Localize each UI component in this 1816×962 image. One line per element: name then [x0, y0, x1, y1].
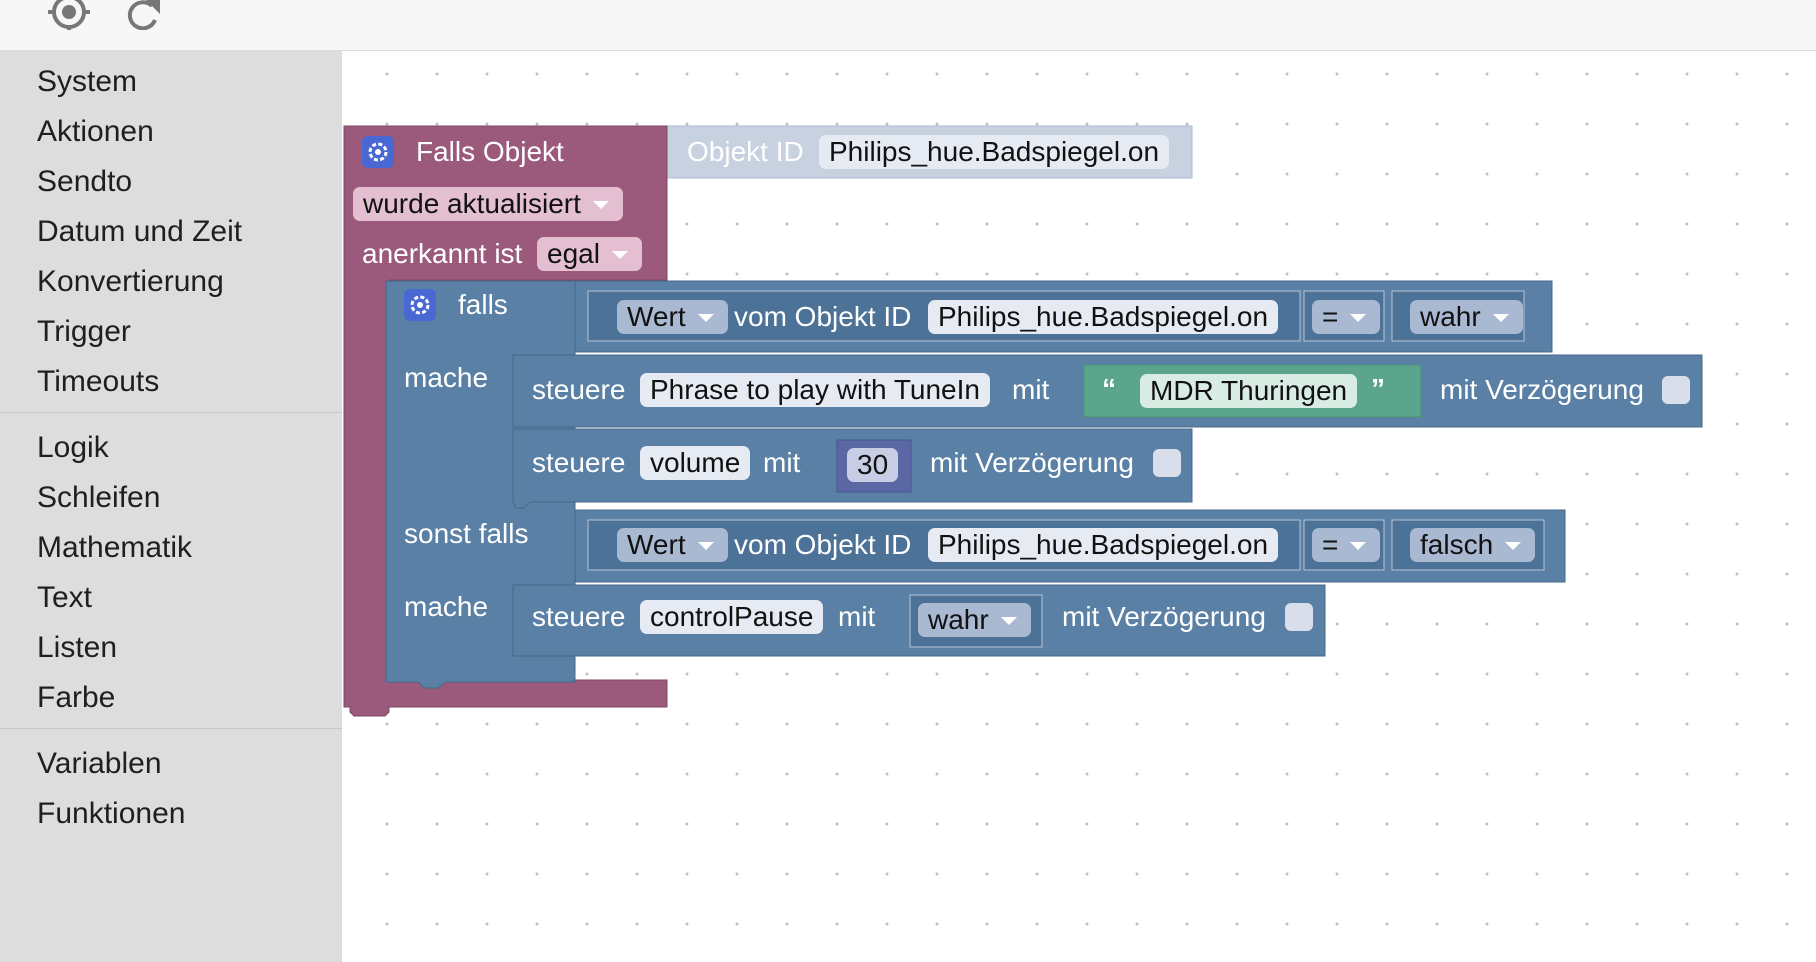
- category-funktionen[interactable]: Funktionen: [37, 797, 186, 830]
- delay-label: mit Verzögerung: [930, 447, 1134, 478]
- open-quote-icon: “: [1102, 373, 1116, 404]
- category-separator: [0, 728, 342, 729]
- category-konvertierung[interactable]: Konvertierung: [37, 265, 224, 298]
- number-field[interactable]: 30: [847, 448, 899, 482]
- bool-dropdown[interactable]: falsch: [1410, 528, 1536, 562]
- refresh-icon[interactable]: [122, 0, 166, 31]
- do-label: mache: [404, 362, 489, 393]
- do2-label: mache: [404, 591, 489, 622]
- toolbox-sidebar: System Aktionen Sendto Datum und Zeit Ko…: [0, 51, 342, 962]
- gear-icon[interactable]: [362, 136, 394, 168]
- if-label: falls: [458, 289, 508, 320]
- category-mathematik[interactable]: Mathematik: [37, 531, 193, 564]
- steuere-label: steuere: [532, 601, 626, 632]
- target-state-field[interactable]: controlPause: [640, 600, 824, 634]
- delay-label: mit Verzögerung: [1062, 601, 1266, 632]
- category-datum-und-zeit[interactable]: Datum und Zeit: [37, 215, 243, 248]
- bool-dropdown[interactable]: wahr: [1410, 300, 1523, 334]
- of-object-label: vom Objekt ID: [734, 529, 912, 560]
- close-quote-icon: ”: [1371, 373, 1385, 404]
- steuere-label: steuere: [532, 447, 626, 478]
- mit-label: mit: [1012, 374, 1050, 405]
- text-value-field[interactable]: MDR Thuringen: [1140, 374, 1358, 408]
- ack-label: anerkannt ist: [362, 238, 523, 269]
- object-id-field[interactable]: Philips_hue.Badspiegel.on: [928, 528, 1279, 562]
- category-logik[interactable]: Logik: [37, 431, 109, 464]
- trigger-title: Falls Objekt: [416, 136, 564, 167]
- category-separator: [0, 412, 342, 413]
- delay-checkbox[interactable]: [1662, 376, 1690, 404]
- delay-checkbox[interactable]: [1285, 603, 1313, 631]
- category-text[interactable]: Text: [37, 581, 93, 614]
- wert-dropdown[interactable]: Wert: [617, 528, 728, 562]
- trigger-block-shape: [343, 125, 668, 717]
- of-object-label: vom Objekt ID: [734, 301, 912, 332]
- operator-dropdown[interactable]: =: [1312, 300, 1381, 334]
- category-sendto[interactable]: Sendto: [37, 165, 133, 198]
- category-trigger[interactable]: Trigger: [37, 315, 131, 348]
- objid-field[interactable]: Philips_hue.Badspiegel.on: [819, 135, 1170, 169]
- bool-dropdown[interactable]: wahr: [918, 603, 1031, 637]
- delay-checkbox[interactable]: [1153, 449, 1181, 477]
- category-listen[interactable]: Listen: [37, 631, 118, 664]
- category-timeouts[interactable]: Timeouts: [37, 365, 160, 398]
- delay-label: mit Verzögerung: [1440, 374, 1644, 405]
- category-variablen[interactable]: Variablen: [37, 747, 162, 780]
- mit-label: mit: [763, 447, 801, 478]
- steuere-label: steuere: [532, 374, 626, 405]
- target-state-field[interactable]: Phrase to play with TuneIn: [640, 373, 990, 407]
- operator-dropdown[interactable]: =: [1312, 528, 1381, 562]
- category-farbe[interactable]: Farbe: [37, 681, 116, 714]
- gear-icon[interactable]: [404, 289, 436, 321]
- event-dropdown[interactable]: wurde aktualisiert: [353, 187, 623, 221]
- toolbar: [0, 0, 1816, 51]
- category-schleifen[interactable]: Schleifen: [37, 481, 161, 514]
- wert-dropdown[interactable]: Wert: [617, 300, 728, 334]
- object-id-field[interactable]: Philips_hue.Badspiegel.on: [928, 300, 1279, 334]
- category-aktionen[interactable]: Aktionen: [37, 115, 154, 148]
- objid-label: Objekt ID: [687, 136, 804, 167]
- elseif-label: sonst falls: [404, 518, 529, 549]
- target-state-field[interactable]: volume: [640, 446, 751, 480]
- mit-label: mit: [838, 601, 876, 632]
- ack-dropdown[interactable]: egal: [537, 237, 642, 271]
- category-system[interactable]: System: [37, 65, 138, 98]
- target-icon[interactable]: [46, 0, 90, 30]
